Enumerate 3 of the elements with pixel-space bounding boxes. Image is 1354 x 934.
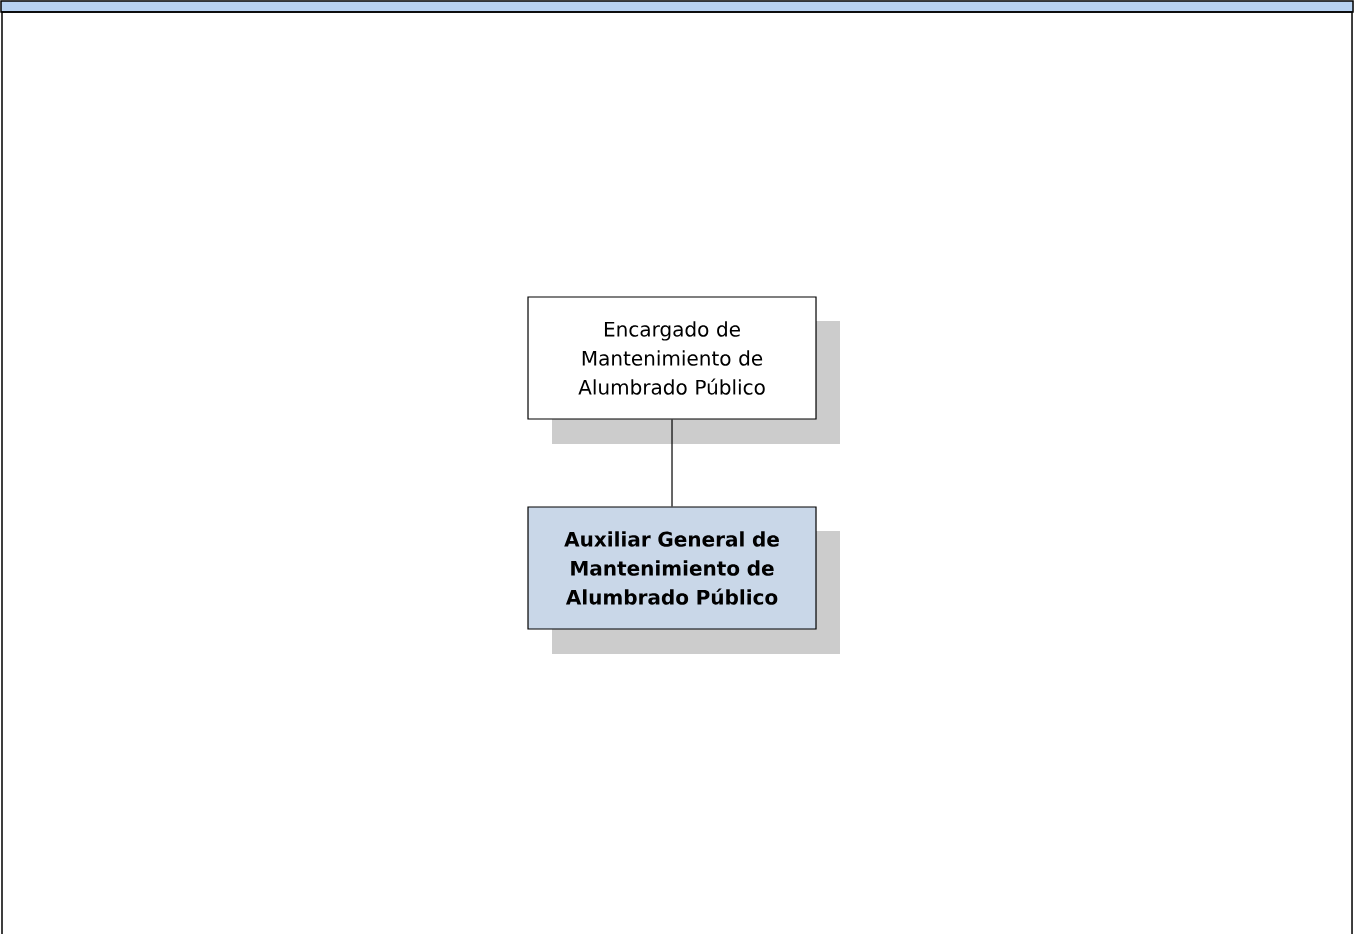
position-box: Encargado de Mantenimiento de Alumbrado Público xyxy=(527,296,817,420)
connector-line xyxy=(671,419,673,507)
position-box: Auxiliar General de Mantenimiento de Alumbrado Público xyxy=(527,506,817,630)
